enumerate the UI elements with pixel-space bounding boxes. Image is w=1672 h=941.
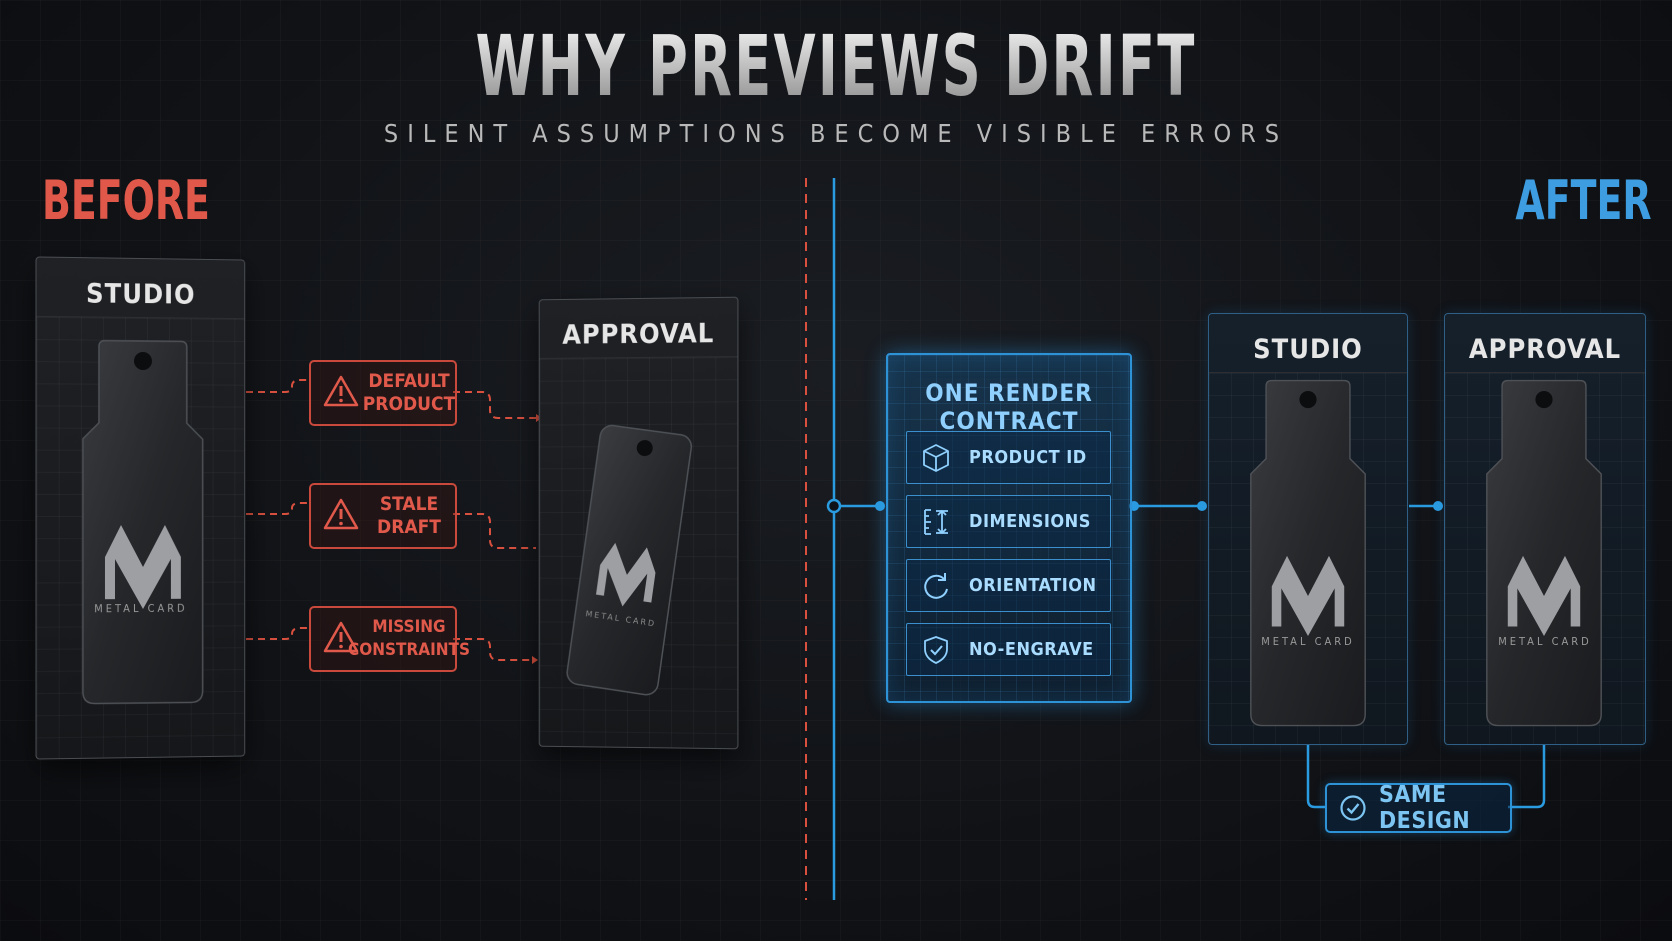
panel-title: STUDIO	[86, 278, 196, 311]
approval-node	[1433, 501, 1443, 511]
card-hole	[1299, 391, 1317, 409]
card-brand: METAL CARD	[1261, 635, 1355, 648]
warning-triangle-icon	[323, 498, 359, 530]
contract-item-orientation: ORIENTATION	[906, 559, 1111, 612]
metal-card	[1250, 379, 1366, 727]
arrowhead-3	[532, 656, 538, 664]
warning-stale-draft: STALE DRAFT	[309, 483, 457, 549]
warning-connector-out-1	[453, 391, 536, 419]
after-approval-panel: APPROVAL METAL CARD	[1444, 313, 1646, 745]
before-approval-panel: APPROVAL METAL CARD	[538, 296, 739, 750]
warning-triangle-icon	[323, 375, 359, 407]
warning-missing-constraints: MISSING CONSTRAINTS	[309, 606, 470, 672]
page-title: WHY PREVIEWS DRIFT	[234, 24, 1438, 108]
after-label: AFTER	[1515, 169, 1652, 232]
warning-connector-out-2	[453, 513, 536, 549]
cube-icon	[923, 444, 949, 472]
panel-title: STUDIO	[1253, 334, 1363, 365]
card-hole	[133, 352, 153, 371]
panel-title: APPROVAL	[562, 318, 715, 351]
ruler-icon	[924, 509, 948, 535]
warning-default-product: DEFAULT PRODUCT	[309, 360, 457, 426]
contract-item-dimensions: DIMENSIONS	[906, 495, 1111, 548]
tilted-metal-card: METAL CARD	[561, 420, 697, 701]
approval-to-result-line	[1508, 745, 1546, 809]
studio-node	[1197, 501, 1207, 511]
panel-title: APPROVAL	[1468, 334, 1622, 365]
metal-card	[1486, 379, 1602, 727]
shield-check-icon	[924, 636, 948, 664]
same-design-badge: SAME DESIGN	[1325, 782, 1512, 834]
contract-title: ONE RENDER CONTRACT	[925, 379, 1093, 435]
rotate-icon	[924, 573, 948, 599]
studio-to-result-line	[1306, 745, 1325, 809]
contract-node-left	[875, 501, 885, 511]
metal-card	[79, 336, 207, 709]
input-node	[826, 498, 842, 514]
contract-item-no-engrave: NO-ENGRAVE	[906, 623, 1111, 676]
render-contract-panel: ONE RENDER CONTRACT PRODUCT ID DIMENSION…	[886, 353, 1132, 703]
warning-connector-in-2	[246, 502, 310, 515]
card-brand: METAL CARD	[1498, 635, 1592, 648]
before-label: BEFORE	[42, 169, 210, 232]
warning-connector-in-3	[246, 627, 310, 640]
warning-connector-in-1	[246, 379, 310, 393]
card-hole	[636, 439, 653, 456]
warning-triangle-icon	[323, 621, 359, 653]
before-studio-panel: STUDIO METAL CARD	[35, 256, 246, 760]
check-circle-icon	[1340, 795, 1366, 821]
contract-item-product-id: PRODUCT ID	[906, 431, 1111, 484]
page-subtitle: SILENT ASSUMPTIONS BECOME VISIBLE ERRORS	[383, 119, 1289, 148]
after-studio-panel: STUDIO METAL CARD	[1208, 313, 1408, 745]
card-hole	[1535, 391, 1553, 409]
card-brand: METAL CARD	[94, 601, 188, 616]
